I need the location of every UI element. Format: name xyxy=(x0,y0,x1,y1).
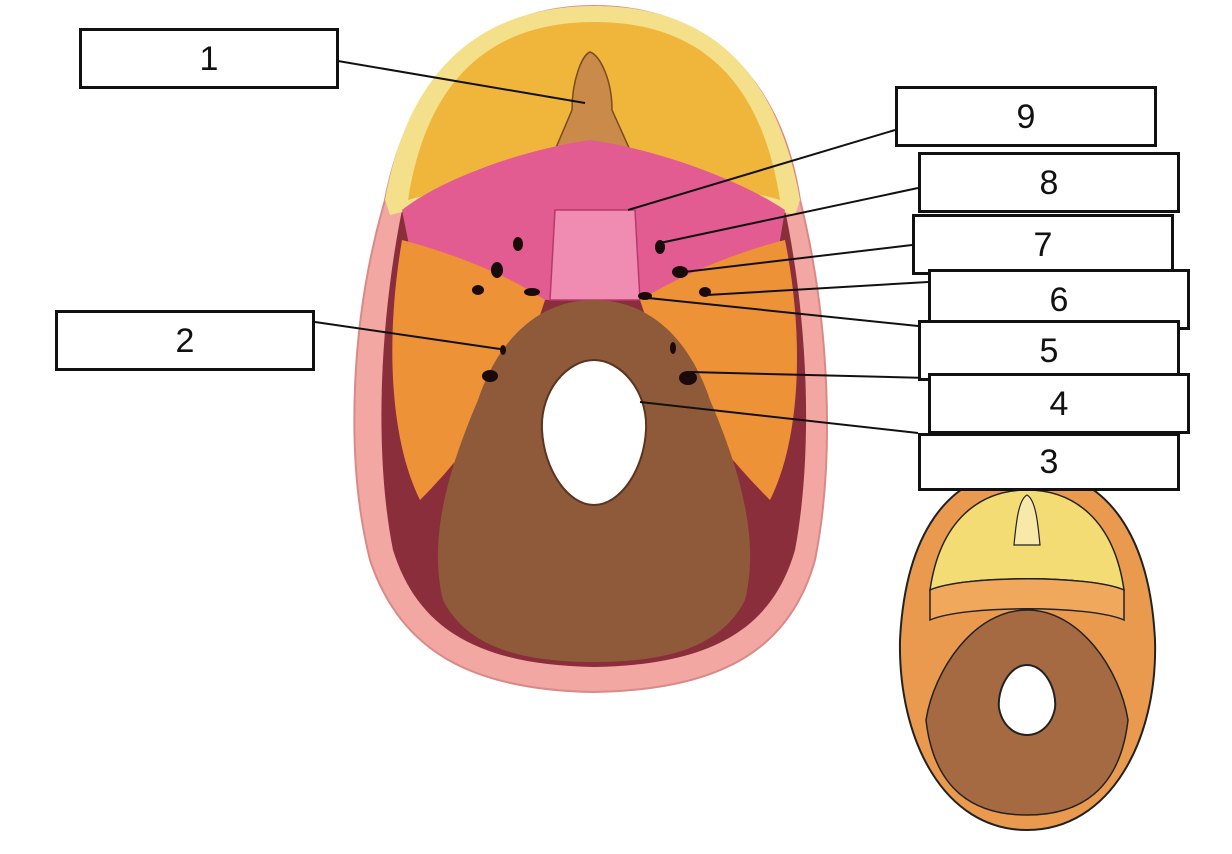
foramen-dot xyxy=(513,237,523,251)
label-box-1[interactable]: 1 xyxy=(79,28,339,89)
label-box-4[interactable]: 4 xyxy=(928,373,1190,434)
label-text-2: 2 xyxy=(175,321,195,360)
label-box-9[interactable]: 9 xyxy=(895,86,1157,147)
label-text-1: 1 xyxy=(199,39,219,78)
label-box-5[interactable]: 5 xyxy=(918,320,1180,381)
temporal-bone-right xyxy=(640,240,797,500)
skull-illustration xyxy=(353,4,828,694)
label-text-7: 7 xyxy=(1033,225,1053,264)
foramen-dot xyxy=(482,370,498,382)
foramen-dot xyxy=(472,285,484,295)
foramen-dot xyxy=(670,342,676,354)
leader-line-4 xyxy=(689,371,929,379)
label-text-5: 5 xyxy=(1039,331,1059,370)
reference-skull-crista xyxy=(1013,494,1041,546)
label-text-8: 8 xyxy=(1039,163,1059,202)
label-text-3: 3 xyxy=(1039,443,1059,481)
leader-line-2 xyxy=(314,321,501,350)
label-text-4: 4 xyxy=(1049,384,1069,423)
foramen-dot xyxy=(524,288,540,296)
leader-line-3 xyxy=(639,401,919,434)
reference-skull-thumbnail xyxy=(898,468,1157,832)
foramina xyxy=(472,237,711,385)
reference-skull-middle xyxy=(929,578,1125,622)
leader-line-9 xyxy=(627,129,896,211)
foramen-dot xyxy=(679,371,697,385)
foramen-dot xyxy=(672,266,688,278)
foramen-dot xyxy=(655,240,665,254)
label-text-6: 6 xyxy=(1049,280,1069,319)
leader-line-6 xyxy=(706,281,929,296)
temporal-bone-left xyxy=(392,240,545,500)
sella-turcica xyxy=(549,209,641,301)
leader-lines xyxy=(314,60,929,434)
label-box-7[interactable]: 7 xyxy=(912,214,1174,275)
label-box-2[interactable]: 2 xyxy=(55,310,315,371)
reference-skull-foramen-magnum xyxy=(997,663,1057,737)
leader-line-8 xyxy=(659,187,919,244)
foramen-dot xyxy=(500,345,506,355)
label-box-3[interactable]: 3 xyxy=(918,433,1180,491)
leader-line-5 xyxy=(647,297,919,327)
label-box-8[interactable]: 8 xyxy=(918,152,1180,213)
leader-line-7 xyxy=(683,244,913,273)
foramen-magnum xyxy=(540,358,648,507)
leader-line-1 xyxy=(337,60,586,104)
foramen-dot xyxy=(491,262,503,278)
label-text-9: 9 xyxy=(1016,97,1036,136)
